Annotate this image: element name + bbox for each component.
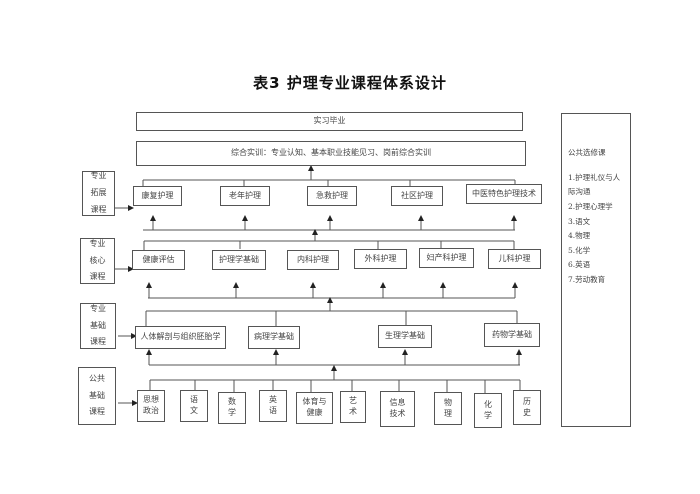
course-label: 健康 bbox=[306, 408, 323, 417]
category-line: 基础 bbox=[90, 320, 106, 330]
elective-item: 1.护理礼仪与人际沟通 bbox=[568, 172, 621, 197]
category-line: 课程 bbox=[90, 204, 107, 214]
category-line: 专业 bbox=[90, 303, 106, 313]
comprehensive-training-label: 综合实训：专业认知、基本职业技能见习、岗前综合实训 bbox=[231, 148, 431, 158]
category-line: 基础 bbox=[89, 390, 105, 400]
course-box: 人体解剖与组织胚胎学 bbox=[135, 326, 226, 349]
course-label: 急救护理 bbox=[316, 190, 348, 200]
category-foundation: 专业 基础 课程 bbox=[80, 303, 116, 349]
category-line: 课程 bbox=[90, 337, 106, 347]
internship-label: 实习毕业 bbox=[313, 116, 346, 126]
electives-title: 公共选修课 bbox=[568, 148, 606, 157]
course-box: 妇产科护理 bbox=[419, 248, 474, 268]
course-box: 护理学基础 bbox=[212, 250, 266, 270]
course-label: 老年护理 bbox=[229, 190, 261, 200]
course-label: 史 bbox=[523, 407, 531, 417]
category-line: 课程 bbox=[89, 272, 106, 282]
course-box: 外科护理 bbox=[354, 249, 407, 269]
course-label: 人体解剖与组织胚胎学 bbox=[140, 332, 221, 342]
course-label: 中医特色护理技术 bbox=[472, 188, 536, 198]
course-box: 急救护理 bbox=[307, 186, 357, 206]
diagram-title: 表3 护理专业课程体系设计 bbox=[253, 74, 447, 92]
course-label: 病理学基础 bbox=[254, 332, 294, 342]
course-label: 康复护理 bbox=[141, 190, 174, 200]
internship-box: 实习毕业 bbox=[136, 112, 523, 131]
course-box: 中医特色护理技术 bbox=[466, 184, 542, 204]
course-label: 历 bbox=[523, 396, 531, 406]
course-label: 生理学基础 bbox=[385, 331, 425, 341]
course-label: 药物学基础 bbox=[492, 329, 532, 339]
elective-item: 7.劳动教育 bbox=[568, 275, 606, 284]
course-box: 历史 bbox=[513, 390, 541, 425]
course-label: 政治 bbox=[143, 406, 159, 415]
public-electives-box: 公共选修课 1.护理礼仪与人际沟通 2.护理心理学 3.语文 4.物理 5.化学… bbox=[561, 113, 631, 427]
course-box: 老年护理 bbox=[220, 186, 270, 206]
course-box: 思想政治 bbox=[137, 390, 165, 422]
category-core: 专业 核心 课程 bbox=[80, 238, 115, 284]
course-label: 社区护理 bbox=[401, 190, 433, 200]
course-box: 病理学基础 bbox=[248, 326, 300, 349]
course-box: 化学 bbox=[474, 393, 502, 428]
course-label: 物 bbox=[444, 397, 452, 407]
category-line: 课程 bbox=[89, 407, 105, 417]
course-label: 思想 bbox=[143, 395, 159, 405]
course-box: 儿科护理 bbox=[488, 249, 541, 269]
elective-item: 2.护理心理学 bbox=[568, 201, 613, 211]
course-label: 技术 bbox=[389, 409, 406, 418]
course-box: 英语 bbox=[259, 390, 287, 422]
course-label: 妇产科护理 bbox=[426, 252, 467, 262]
category-line: 公共 bbox=[89, 373, 105, 383]
course-label: 信息 bbox=[389, 398, 406, 408]
comprehensive-training-box: 综合实训：专业认知、基本职业技能见习、岗前综合实训 bbox=[136, 141, 526, 166]
elective-item: 4.物理 bbox=[568, 231, 591, 241]
course-label: 学 bbox=[484, 410, 492, 420]
course-box: 药物学基础 bbox=[484, 323, 540, 347]
course-label: 护理学基础 bbox=[219, 254, 259, 264]
course-label: 健康评估 bbox=[142, 254, 175, 264]
course-label: 儿科护理 bbox=[498, 253, 531, 263]
course-label: 语 bbox=[190, 395, 198, 405]
course-box: 语文 bbox=[180, 390, 208, 422]
course-label: 艺 bbox=[349, 396, 357, 406]
category-public: 公共 基础 课程 bbox=[78, 367, 116, 425]
elective-item: 3.语文 bbox=[568, 216, 591, 226]
elective-item: 5.化学 bbox=[568, 245, 591, 255]
category-line: 专业 bbox=[90, 171, 107, 181]
category-extension: 专业 拓展 课程 bbox=[82, 171, 115, 216]
course-label: 内科护理 bbox=[297, 254, 329, 264]
course-label: 外科护理 bbox=[364, 253, 397, 263]
category-line: 核心 bbox=[89, 255, 106, 265]
course-label: 文 bbox=[190, 406, 198, 415]
course-box: 内科护理 bbox=[287, 250, 339, 270]
course-label: 体育与 bbox=[302, 397, 327, 407]
elective-item: 6.英语 bbox=[568, 260, 591, 270]
course-box: 生理学基础 bbox=[378, 325, 432, 348]
course-label: 语 bbox=[269, 406, 277, 415]
course-box: 信息技术 bbox=[380, 391, 415, 427]
course-label: 学 bbox=[228, 408, 236, 417]
course-box: 物理 bbox=[434, 392, 462, 425]
course-box: 康复护理 bbox=[133, 186, 182, 206]
course-box: 数学 bbox=[218, 392, 246, 424]
category-line: 拓展 bbox=[90, 188, 107, 198]
course-box: 体育与健康 bbox=[296, 392, 333, 424]
course-label: 数 bbox=[228, 397, 236, 407]
category-line: 专业 bbox=[89, 238, 106, 248]
course-box: 健康评估 bbox=[132, 250, 185, 270]
course-label: 英 bbox=[269, 395, 277, 405]
course-label: 理 bbox=[444, 408, 452, 418]
course-label: 术 bbox=[349, 407, 357, 416]
course-box: 艺术 bbox=[340, 391, 366, 423]
course-box: 社区护理 bbox=[391, 186, 443, 206]
course-label: 化 bbox=[484, 399, 492, 409]
